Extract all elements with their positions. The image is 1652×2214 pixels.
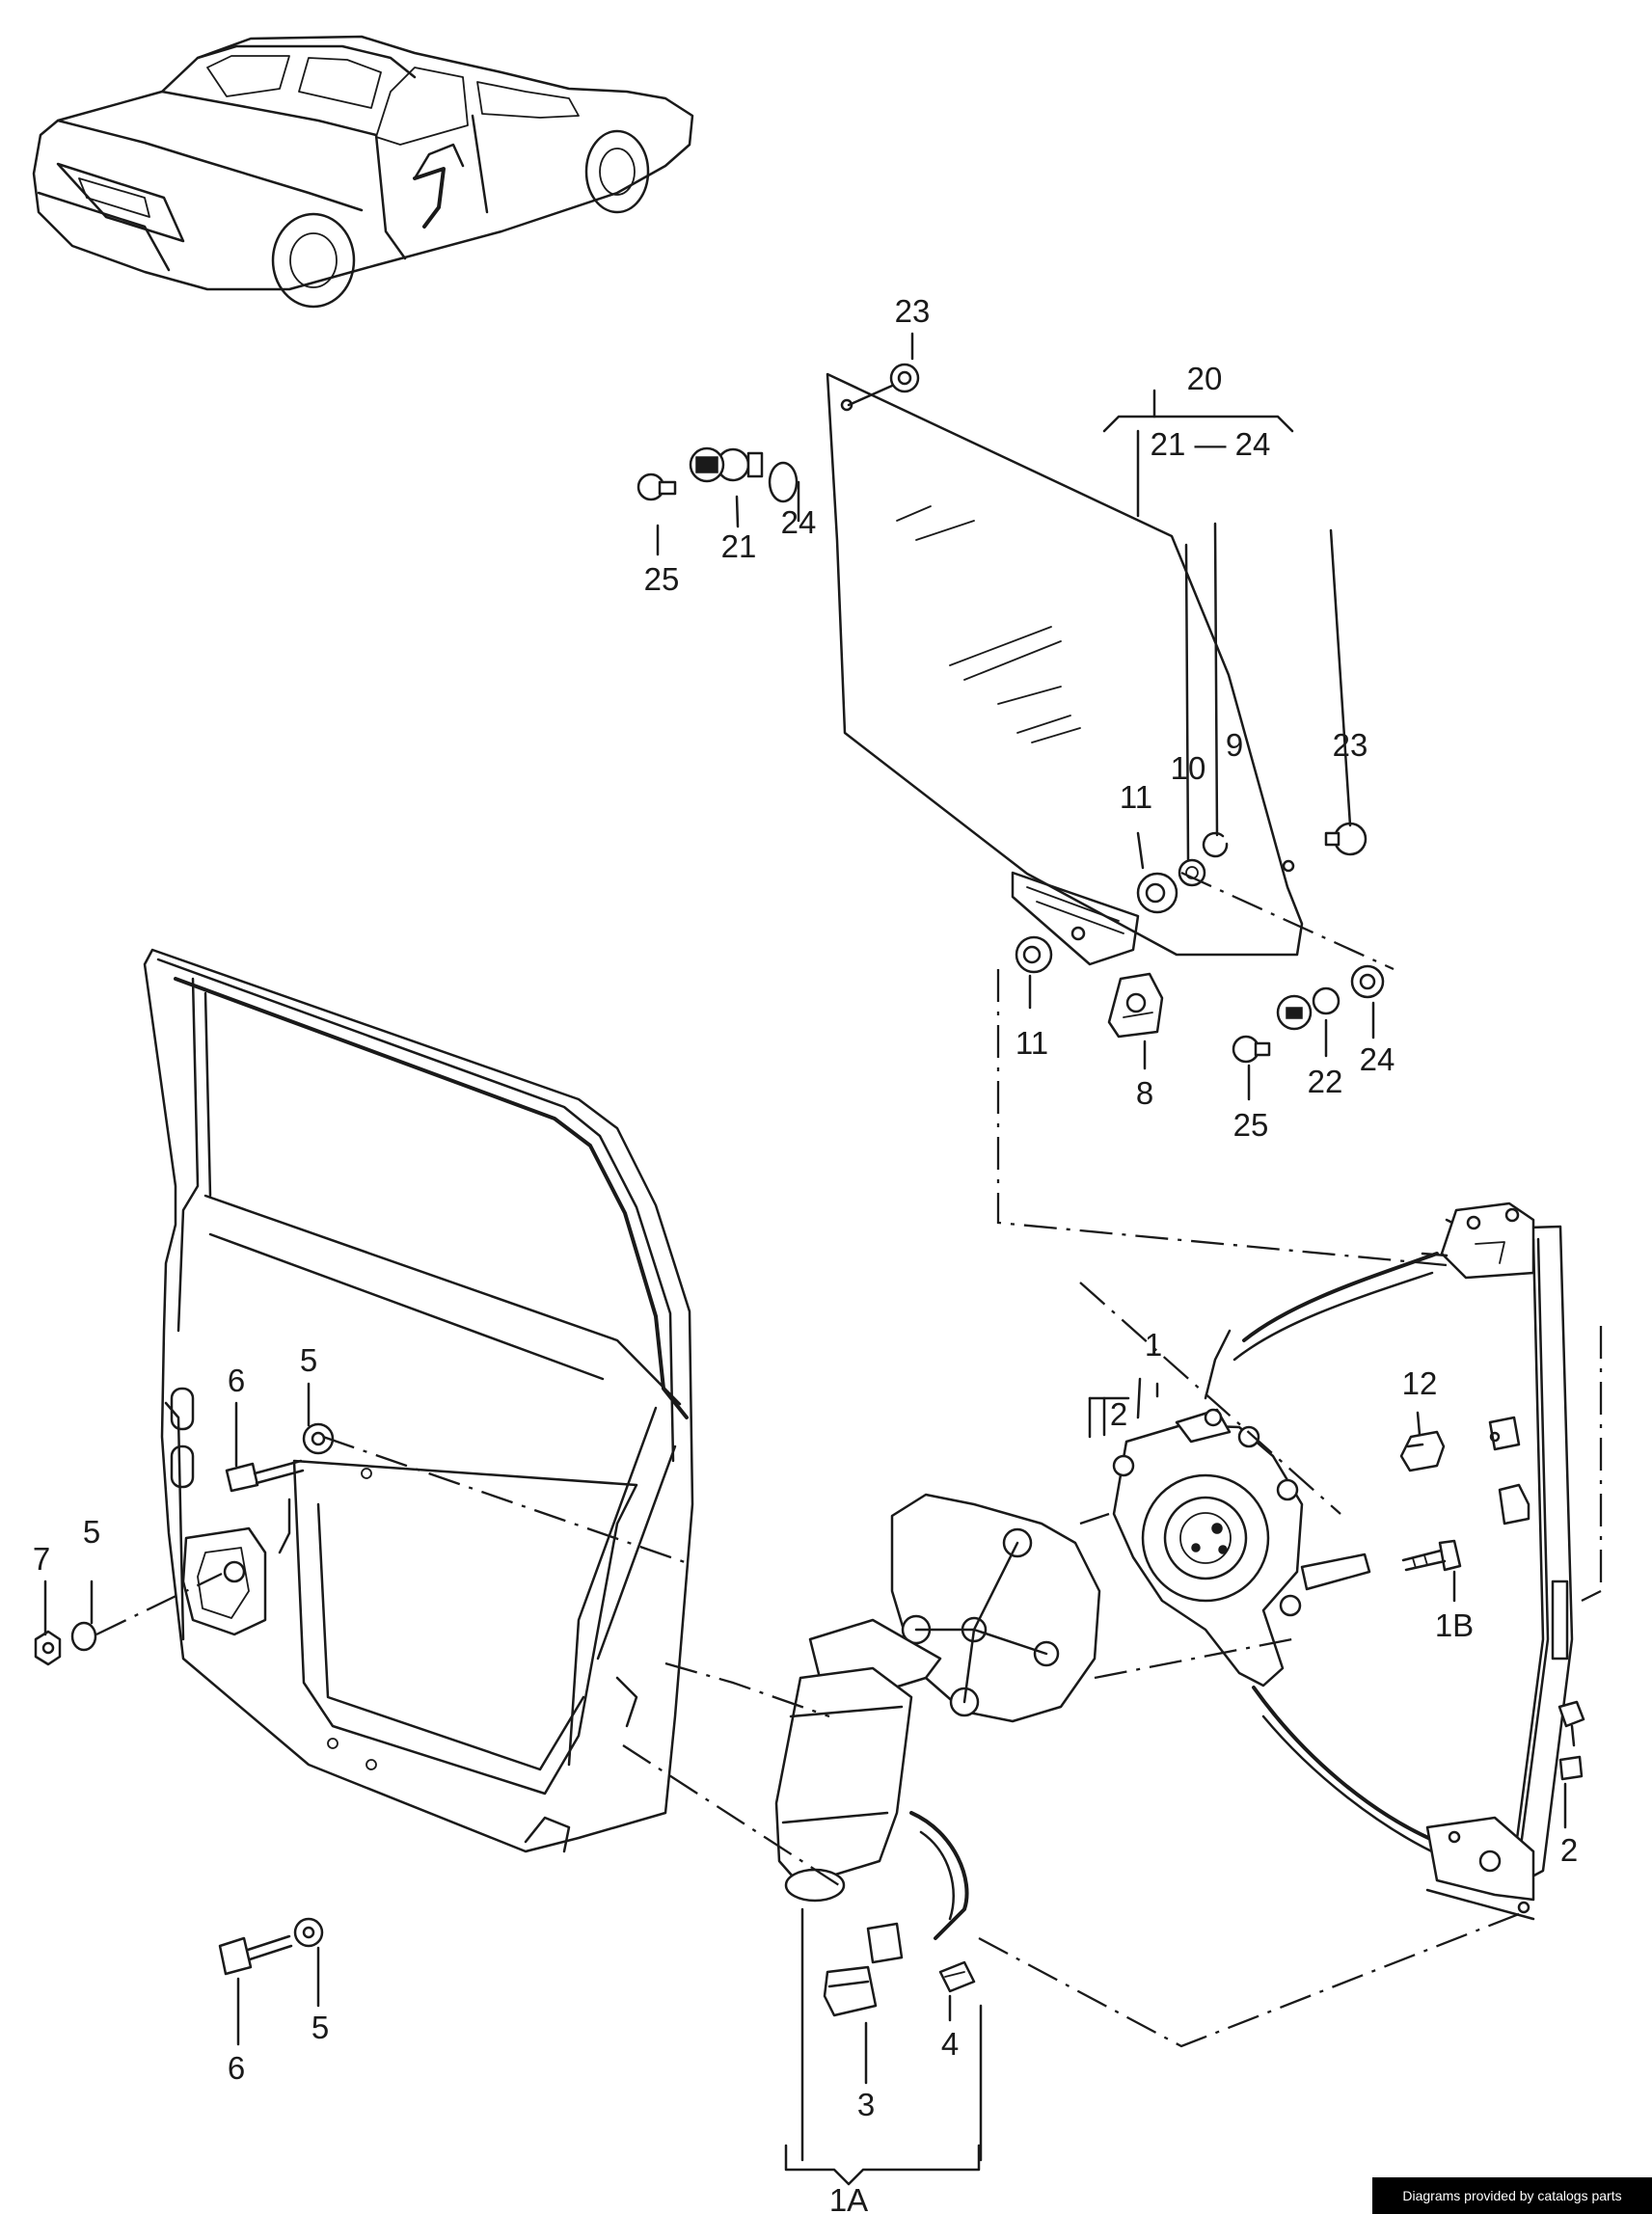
callout-12: 12 [1402, 1365, 1438, 1401]
callout-25-top: 25 [644, 561, 680, 597]
callout-22: 22 [1308, 1064, 1343, 1099]
callout-5-lower: 5 [311, 2010, 329, 2045]
door-hardware [34, 1422, 335, 1976]
callout-25-bottom: 25 [1233, 1107, 1269, 1143]
callout-labels: 23 20 21 — 24 21 24 25 23 9 10 11 11 8 2… [33, 293, 1578, 2214]
callout-21-24: 21 — 24 [1151, 426, 1271, 462]
credit-banner: Diagrams provided by catalogs parts [1372, 2177, 1652, 2214]
callout-6-upper: 6 [228, 1363, 245, 1398]
callout-9: 9 [1226, 727, 1243, 763]
callout-24-top: 24 [781, 504, 817, 540]
callout-24-bottom: 24 [1360, 1041, 1395, 1077]
callout-20: 20 [1187, 361, 1223, 396]
regulator-drum [1112, 1408, 1371, 1688]
callout-1B: 1B [1435, 1607, 1474, 1643]
alignment-lines [95, 871, 1603, 2048]
glass-guide-rail [1011, 871, 1140, 966]
callout-2-bracket: 2 [1110, 1396, 1127, 1432]
callout-4: 4 [941, 2026, 959, 2062]
guide-clip [1107, 972, 1164, 1039]
callout-3: 3 [857, 2087, 875, 2122]
window-motor [774, 1493, 1101, 2017]
leader-lines [43, 332, 1567, 2186]
door-glass [826, 372, 1304, 957]
callout-23-top: 23 [895, 293, 931, 329]
door-shell [143, 948, 694, 1853]
callout-1: 1 [1145, 1327, 1162, 1363]
callout-21: 21 [721, 528, 757, 564]
callout-5-left: 5 [83, 1514, 100, 1550]
callout-8: 8 [1136, 1075, 1153, 1111]
callout-2-motor: 2 [1560, 1832, 1578, 1868]
fastener-set-upper [636, 363, 920, 503]
callout-10: 10 [1171, 750, 1206, 786]
callout-5-upper: 5 [300, 1342, 317, 1378]
window-regulator [1204, 1202, 1584, 1921]
callout-1A: 1A [829, 2182, 868, 2214]
callout-7: 7 [33, 1541, 50, 1577]
callout-11-left: 11 [1016, 1025, 1048, 1061]
vehicle-thumbnail [32, 35, 694, 309]
callout-11-right: 11 [1120, 779, 1152, 815]
regulator-hardware [1399, 1416, 1585, 1747]
callout-6-lower: 6 [228, 2050, 245, 2086]
fastener-set-lower [1015, 822, 1385, 1064]
callout-23-right: 23 [1333, 727, 1368, 763]
